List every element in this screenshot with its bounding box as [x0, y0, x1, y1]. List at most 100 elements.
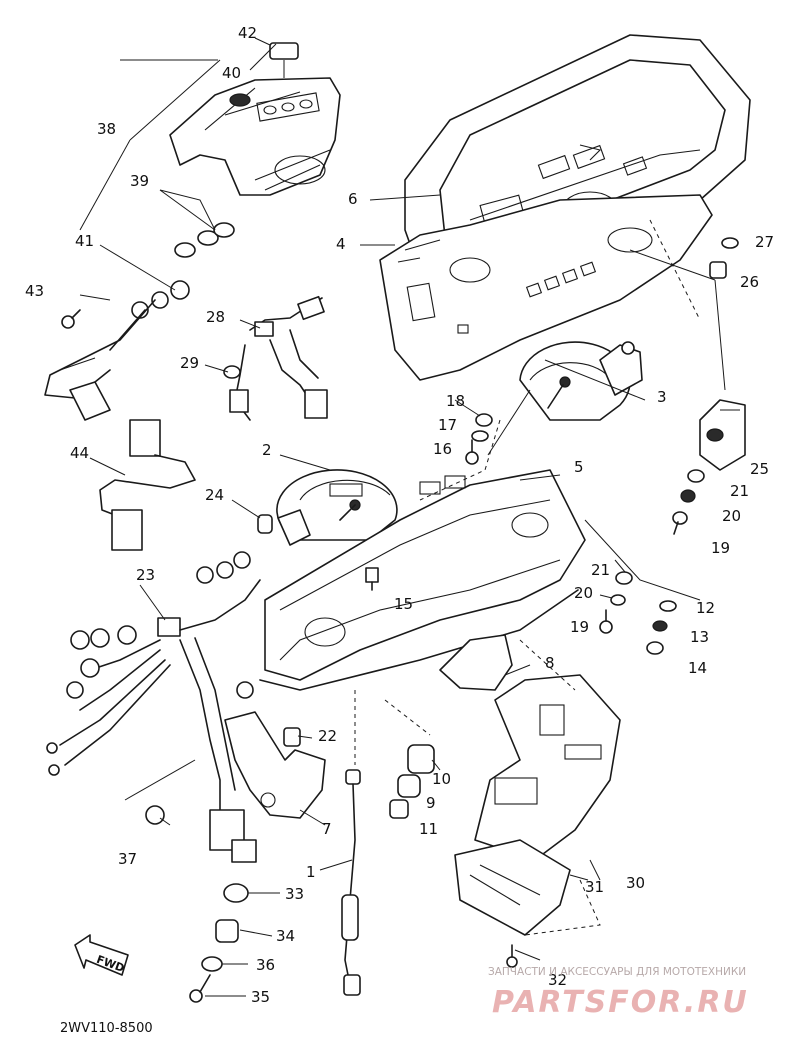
- callout-40: 40: [222, 64, 241, 82]
- meter-cable-1: [341, 769, 361, 996]
- callout-8: 8: [545, 654, 555, 672]
- callout-22: 22: [318, 727, 337, 745]
- callout-13: 13: [690, 628, 709, 646]
- callout-35: 35: [251, 988, 270, 1006]
- damper-9: [397, 774, 421, 798]
- callout-15: 15: [394, 595, 413, 613]
- bulbs-39: [174, 222, 235, 258]
- callout-39: 39: [130, 172, 149, 190]
- callout-20: 20: [722, 507, 741, 525]
- switch-25: [699, 399, 746, 471]
- base-plate-31: [454, 839, 571, 936]
- callout-42: 42: [238, 24, 257, 42]
- callout-44: 44: [70, 444, 89, 462]
- nut-26: [709, 261, 727, 279]
- callout-20: 20: [574, 584, 593, 602]
- bolt-16: [465, 439, 479, 465]
- meter-case-4: [379, 194, 713, 381]
- bolt-35: [189, 974, 211, 1003]
- callout-34: 34: [276, 927, 295, 945]
- callout-11: 11: [419, 820, 438, 838]
- grommet-29: [223, 365, 249, 413]
- callout-41: 41: [75, 232, 94, 250]
- collar-34: [215, 919, 239, 943]
- washer-21-mid: [615, 571, 633, 585]
- callout-6: 6: [348, 190, 358, 208]
- watermark-tagline: ЗАПЧАСТИ И АКСЕССУАРЫ ДЛЯ МОТОТЕХНИКИ: [488, 966, 746, 978]
- callout-2: 2: [262, 441, 272, 459]
- callout-18: 18: [446, 392, 465, 410]
- callout-19: 19: [570, 618, 589, 636]
- callout-16: 16: [433, 440, 452, 458]
- tachometer-3: [519, 341, 643, 421]
- callout-43: 43: [25, 282, 44, 300]
- callout-9: 9: [426, 794, 436, 812]
- callout-4: 4: [336, 235, 346, 253]
- callout-21: 21: [591, 561, 610, 579]
- callout-24: 24: [205, 486, 224, 504]
- callout-7: 7: [322, 820, 332, 838]
- collar-11: [389, 799, 409, 819]
- callout-23: 23: [136, 566, 155, 584]
- callout-37: 37: [118, 850, 137, 868]
- callout-28: 28: [206, 308, 225, 326]
- screw-43: [61, 309, 81, 329]
- callout-1: 1: [306, 863, 316, 881]
- callout-29: 29: [180, 354, 199, 372]
- bolt-19-right: [672, 511, 688, 535]
- watermark: ЗАПЧАСТИ И АКСЕССУАРЫ ДЛЯ МОТОТЕХНИКИ PA…: [488, 966, 749, 1020]
- collar-22: [283, 727, 301, 747]
- callout-19: 19: [711, 539, 730, 557]
- washer-17: [471, 430, 489, 442]
- socket-cord-41: [44, 280, 190, 421]
- watermark-brand: PARTSFOR.RU: [492, 985, 749, 1020]
- meter-base-5: [259, 469, 586, 691]
- callout-27: 27: [755, 233, 774, 251]
- leader-lines: [79, 37, 726, 997]
- callout-38: 38: [97, 120, 116, 138]
- washer-12: [659, 600, 677, 612]
- nut-14: [646, 641, 664, 655]
- main-harness-23: [46, 551, 261, 863]
- callout-17: 17: [438, 416, 457, 434]
- washer-21-right: [687, 469, 705, 483]
- washer-18: [475, 413, 493, 427]
- callout-30: 30: [626, 874, 645, 892]
- grommet-37: [145, 805, 165, 825]
- callout-21: 21: [730, 482, 749, 500]
- callout-33: 33: [285, 885, 304, 903]
- damper-10: [407, 744, 435, 774]
- callout-25: 25: [750, 460, 769, 478]
- cushion-33: [223, 883, 249, 903]
- washer-20-right: [680, 489, 696, 503]
- callout-36: 36: [256, 956, 275, 974]
- fwd-arrow-icon: FWD: [74, 934, 129, 976]
- bracket-30: [474, 674, 621, 861]
- bolt-32: [506, 944, 518, 968]
- callout-12: 12: [696, 599, 715, 617]
- indicator-panel-40: [169, 77, 341, 196]
- callout-31: 31: [585, 878, 604, 896]
- bracket-7: [224, 711, 326, 819]
- bolt-19-mid: [599, 609, 613, 634]
- washer-20-mid: [610, 594, 626, 606]
- callout-3: 3: [657, 388, 667, 406]
- callout-14: 14: [688, 659, 707, 677]
- callout-5: 5: [574, 458, 584, 476]
- washer-36: [201, 956, 223, 972]
- bolt-15: [365, 567, 379, 591]
- callout-32: 32: [548, 971, 567, 989]
- sub-harness-44: [99, 419, 196, 551]
- bulb-24: [257, 514, 273, 534]
- bracket-8: [439, 634, 513, 691]
- callout-10: 10: [432, 770, 451, 788]
- speedometer-2: [276, 469, 398, 546]
- drawing-code: 2WV110-8500: [60, 1021, 153, 1036]
- washer-13: [652, 620, 668, 632]
- screw-27: [721, 237, 739, 249]
- cap-42: [269, 42, 299, 60]
- callout-26: 26: [740, 273, 759, 291]
